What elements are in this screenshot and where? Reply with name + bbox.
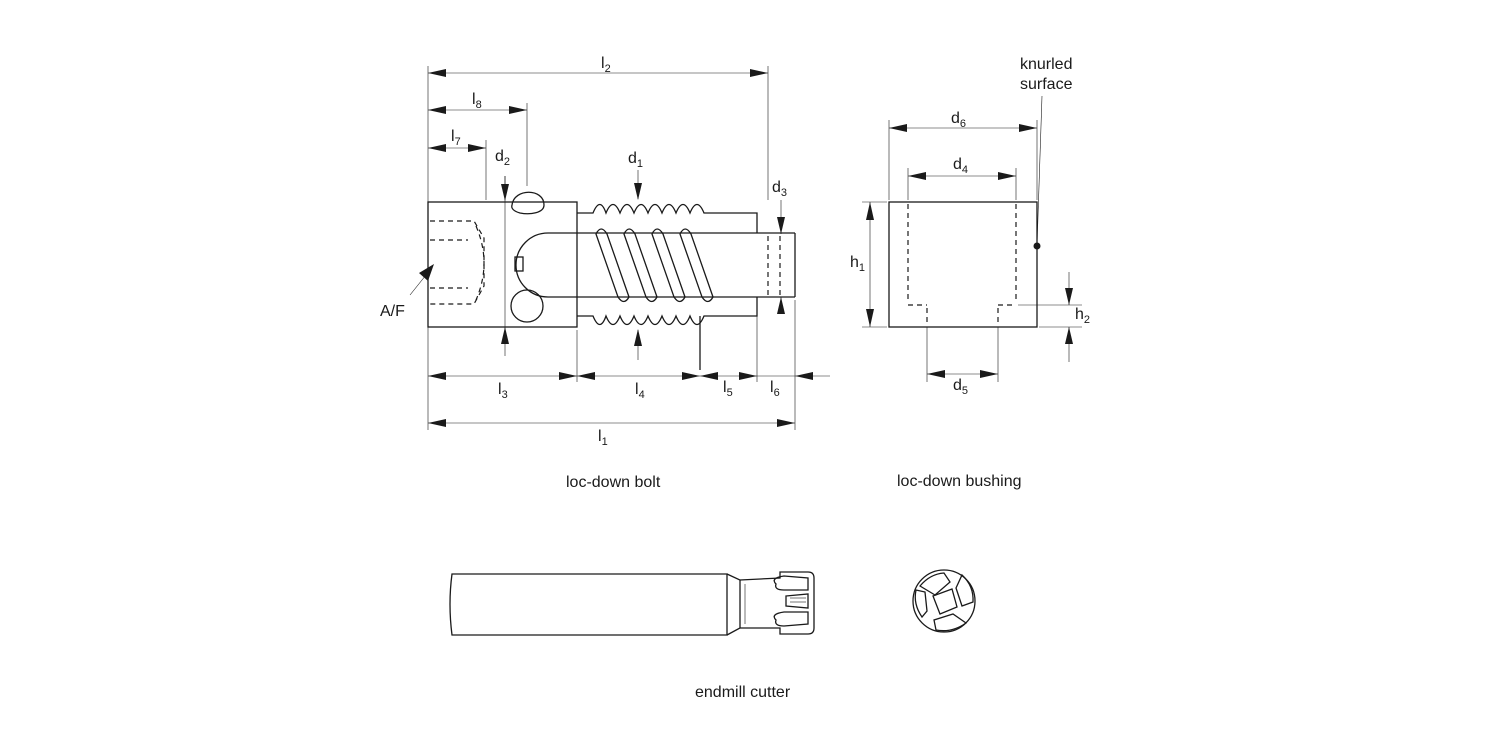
cutter-shank xyxy=(449,573,728,636)
dim-d2 xyxy=(501,176,509,356)
cam-lobe-top xyxy=(511,191,545,215)
bolt-pin xyxy=(514,256,524,272)
dim-d1 xyxy=(634,170,642,360)
label-l4: l4 xyxy=(635,381,645,401)
dim-d3 xyxy=(777,200,785,314)
caption-bushing: loc-down bushing xyxy=(897,473,1022,490)
dim-h1 xyxy=(866,202,874,327)
label-knurled-2: surface xyxy=(1020,76,1073,93)
label-d5: d5 xyxy=(953,377,968,397)
label-l6: l6 xyxy=(770,379,780,399)
dim-d5 xyxy=(927,370,998,378)
label-d3: d3 xyxy=(772,179,787,199)
caption-cutter: endmill cutter xyxy=(695,684,791,701)
shaft-end xyxy=(515,232,577,298)
endmill-cutter-end xyxy=(912,569,976,633)
dim-l8 xyxy=(428,106,527,114)
bushing-body xyxy=(888,201,1038,328)
label-d1: d1 xyxy=(628,150,643,170)
bolt-extension-lines xyxy=(427,66,796,430)
thread-body xyxy=(577,203,758,370)
label-d6: d6 xyxy=(951,110,966,130)
endmill-cutter-side xyxy=(449,571,815,636)
dim-d6 xyxy=(889,124,1037,132)
label-l2: l2 xyxy=(601,55,611,75)
label-d2: d2 xyxy=(495,148,510,168)
label-knurled-1: knurled xyxy=(1020,56,1072,73)
label-h1: h1 xyxy=(850,254,865,274)
dim-l7 xyxy=(428,144,486,152)
cam-circle-bottom xyxy=(510,289,544,323)
dim-af-leader xyxy=(409,264,434,296)
dim-l3-l6 xyxy=(428,372,830,380)
dim-l1 xyxy=(428,419,795,427)
loc-down-bolt xyxy=(427,191,796,370)
dim-d4 xyxy=(908,172,1016,180)
caption-bolt: loc-down bolt xyxy=(566,474,661,491)
label-l3: l3 xyxy=(498,381,508,401)
label-l1: l1 xyxy=(598,428,608,448)
hex-socket xyxy=(430,220,485,305)
label-l5: l5 xyxy=(723,379,733,399)
spring-coils xyxy=(595,228,714,303)
label-h2: h2 xyxy=(1075,306,1090,326)
label-af: A/F xyxy=(380,303,405,320)
loc-down-bushing xyxy=(888,95,1043,328)
bushing-extension-lines xyxy=(862,120,1082,382)
dim-h2 xyxy=(1065,272,1073,362)
label-d4: d4 xyxy=(953,156,968,176)
label-l8: l8 xyxy=(472,91,482,111)
dim-l2 xyxy=(428,69,768,77)
label-l7: l7 xyxy=(451,128,461,148)
cutter-neck xyxy=(726,573,741,636)
